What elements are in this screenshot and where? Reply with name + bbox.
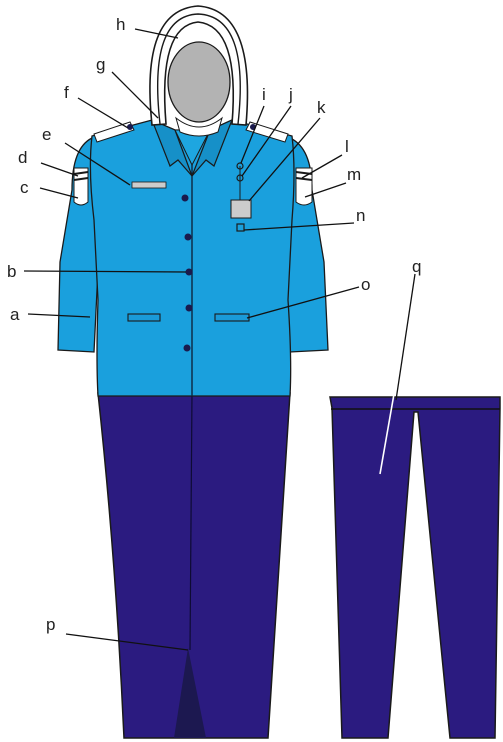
jacket-button (186, 305, 193, 312)
label-m: m (347, 165, 361, 184)
head (150, 6, 248, 136)
jacket-button (186, 269, 193, 276)
label-g: g (96, 55, 105, 74)
left-pocket-flap (128, 314, 160, 321)
label-j: j (288, 85, 293, 104)
jacket-button (184, 345, 191, 352)
label-h: h (116, 15, 125, 34)
label-q: q (412, 257, 421, 276)
label-f: f (64, 83, 69, 102)
name-tag (132, 182, 166, 188)
face (168, 42, 230, 122)
label-c: c (20, 178, 29, 197)
id-badge (231, 200, 251, 218)
label-k: k (317, 98, 326, 117)
skirt (98, 393, 290, 738)
label-o: o (361, 275, 370, 294)
label-l: l (345, 137, 349, 156)
trousers-body (330, 397, 500, 738)
right-pocket-flap (215, 314, 249, 321)
leader-line-d (41, 163, 78, 176)
label-b: b (7, 262, 16, 281)
left-epaulette-button (127, 124, 133, 130)
label-a: a (10, 305, 20, 324)
jacket-button (182, 195, 189, 202)
leader-line-q-top (396, 274, 415, 400)
jacket (58, 120, 328, 396)
label-n: n (356, 206, 365, 225)
jacket-button (185, 234, 192, 241)
trousers (330, 397, 500, 738)
leader-line-f (78, 98, 128, 128)
label-p: p (46, 615, 55, 634)
label-d: d (18, 148, 27, 167)
label-i: i (262, 85, 266, 104)
label-e: e (42, 125, 51, 144)
